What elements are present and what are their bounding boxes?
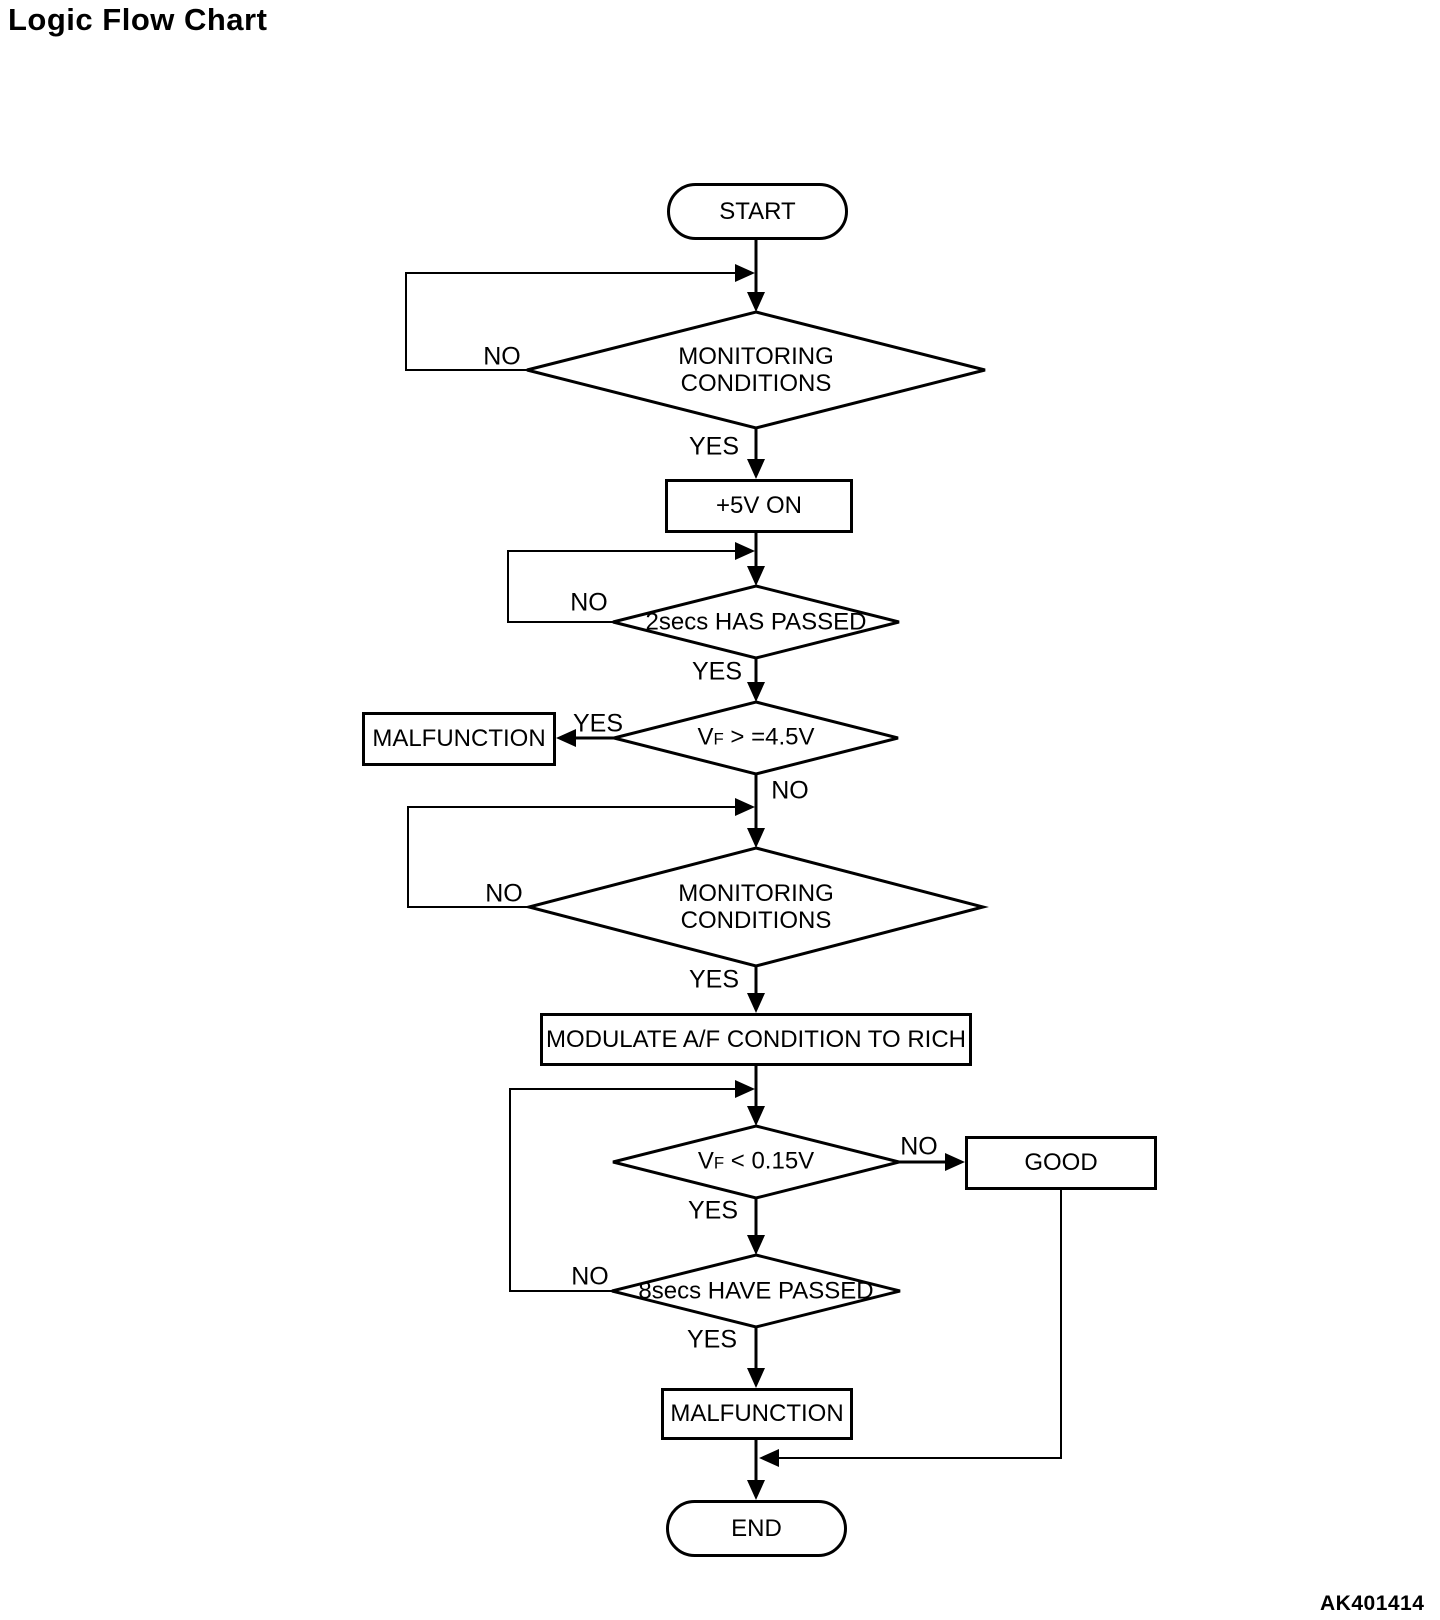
- arrowhead-into-8secs: [747, 1235, 765, 1255]
- loop-monitoring-2-no: [407, 806, 751, 908]
- edge-label-yes-2secs: YES: [691, 657, 743, 686]
- terminal-start: START: [667, 183, 848, 240]
- edge-label-yes-monitoring-2: YES: [688, 965, 740, 994]
- process-good-label: GOOD: [1024, 1149, 1098, 1176]
- process-malfunction-2: MALFUNCTION: [661, 1388, 853, 1440]
- edge-label-yes-vf-high: YES: [572, 709, 624, 738]
- decision-monitoring-2-label: MONITORING CONDITIONS: [678, 880, 834, 934]
- decision-8secs-label: 8secs HAVE PASSED: [638, 1278, 873, 1305]
- decision-vf-low-label: VF < 0.15V: [698, 1148, 814, 1177]
- edge-label-no-vf-low: NO: [900, 1132, 938, 1161]
- decision-vf-high-label: VF > =4.5V: [697, 724, 814, 753]
- arrowhead-loop-monitoring2: [735, 798, 755, 816]
- process-modulate-af-label: MODULATE A/F CONDITION TO RICH: [545, 1025, 967, 1053]
- arrowhead-into-malfunction2: [747, 1368, 765, 1388]
- arrowhead-into-vfhigh: [747, 682, 765, 702]
- vf-low-base: V: [697, 1147, 714, 1175]
- edge-label-yes-vf-low: YES: [687, 1196, 739, 1225]
- edge-label-no-monitoring-2: NO: [485, 879, 523, 908]
- figure-code: AK401414: [1320, 1592, 1425, 1615]
- edge-good-to-end: [764, 1190, 1062, 1459]
- loop-monitoring-1-no: [405, 272, 751, 371]
- vf-high-base: V: [697, 723, 714, 751]
- edge-label-yes-8secs: YES: [686, 1325, 738, 1354]
- decision-monitoring-1-line2: CONDITIONS: [680, 370, 832, 397]
- decision-monitoring-1-label: MONITORING CONDITIONS: [678, 343, 834, 397]
- arrowhead-good-join: [759, 1449, 779, 1467]
- arrowhead-loop-8secs: [735, 1080, 755, 1098]
- arrowhead-loop-monitoring1: [735, 264, 755, 282]
- process-plus-5v-on-label: +5V ON: [715, 492, 803, 519]
- arrowhead-into-malfunction1: [556, 729, 576, 747]
- arrowhead-into-plus5v: [747, 459, 765, 479]
- decision-2secs-label: 2secs HAS PASSED: [646, 609, 867, 636]
- edge-label-yes-monitoring-1: YES: [688, 432, 740, 461]
- process-malfunction-1-label: MALFUNCTION: [372, 725, 546, 752]
- arrowhead-into-monitoring2: [747, 828, 765, 848]
- decision-2secs-text: 2secs HAS PASSED: [645, 608, 867, 636]
- arrowhead-into-2secs: [747, 566, 765, 586]
- vf-high-rest: > =4.5V: [723, 723, 815, 751]
- loop-2secs-no: [507, 550, 751, 623]
- edge-label-no-vf-high: NO: [771, 776, 809, 805]
- process-malfunction-1: MALFUNCTION: [362, 712, 556, 766]
- decision-8secs-text: 8secs HAVE PASSED: [638, 1277, 874, 1305]
- process-good: GOOD: [965, 1136, 1157, 1190]
- page-title: Logic Flow Chart: [8, 2, 268, 37]
- edge-label-no-monitoring-1: NO: [483, 342, 521, 371]
- arrowhead-into-end: [747, 1480, 765, 1500]
- arrowhead-into-monitoring1: [747, 292, 765, 312]
- process-malfunction-2-label: MALFUNCTION: [670, 1400, 844, 1427]
- loop-8secs-no: [509, 1088, 751, 1292]
- vf-high-subscript: F: [713, 729, 724, 749]
- arrowhead-into-good: [945, 1153, 965, 1171]
- terminal-start-label: START: [719, 197, 796, 225]
- vf-low-subscript: F: [713, 1153, 725, 1173]
- process-plus-5v-on: +5V ON: [665, 479, 853, 533]
- process-modulate-af: MODULATE A/F CONDITION TO RICH: [540, 1013, 972, 1066]
- decision-monitoring-1-line1: MONITORING: [678, 343, 834, 370]
- edge-label-no-2secs: NO: [570, 588, 608, 617]
- terminal-end: END: [666, 1500, 847, 1557]
- terminal-end-label: END: [731, 1514, 782, 1542]
- decision-monitoring-2-line1: MONITORING: [678, 880, 834, 907]
- arrowhead-into-modulate: [747, 993, 765, 1013]
- edge-label-no-8secs: NO: [571, 1262, 609, 1291]
- arrowhead-loop-2secs: [735, 542, 755, 560]
- decision-monitoring-2-line2: CONDITIONS: [680, 907, 832, 934]
- arrowhead-into-vflow: [747, 1106, 765, 1126]
- vf-low-rest: < 0.15V: [724, 1147, 815, 1175]
